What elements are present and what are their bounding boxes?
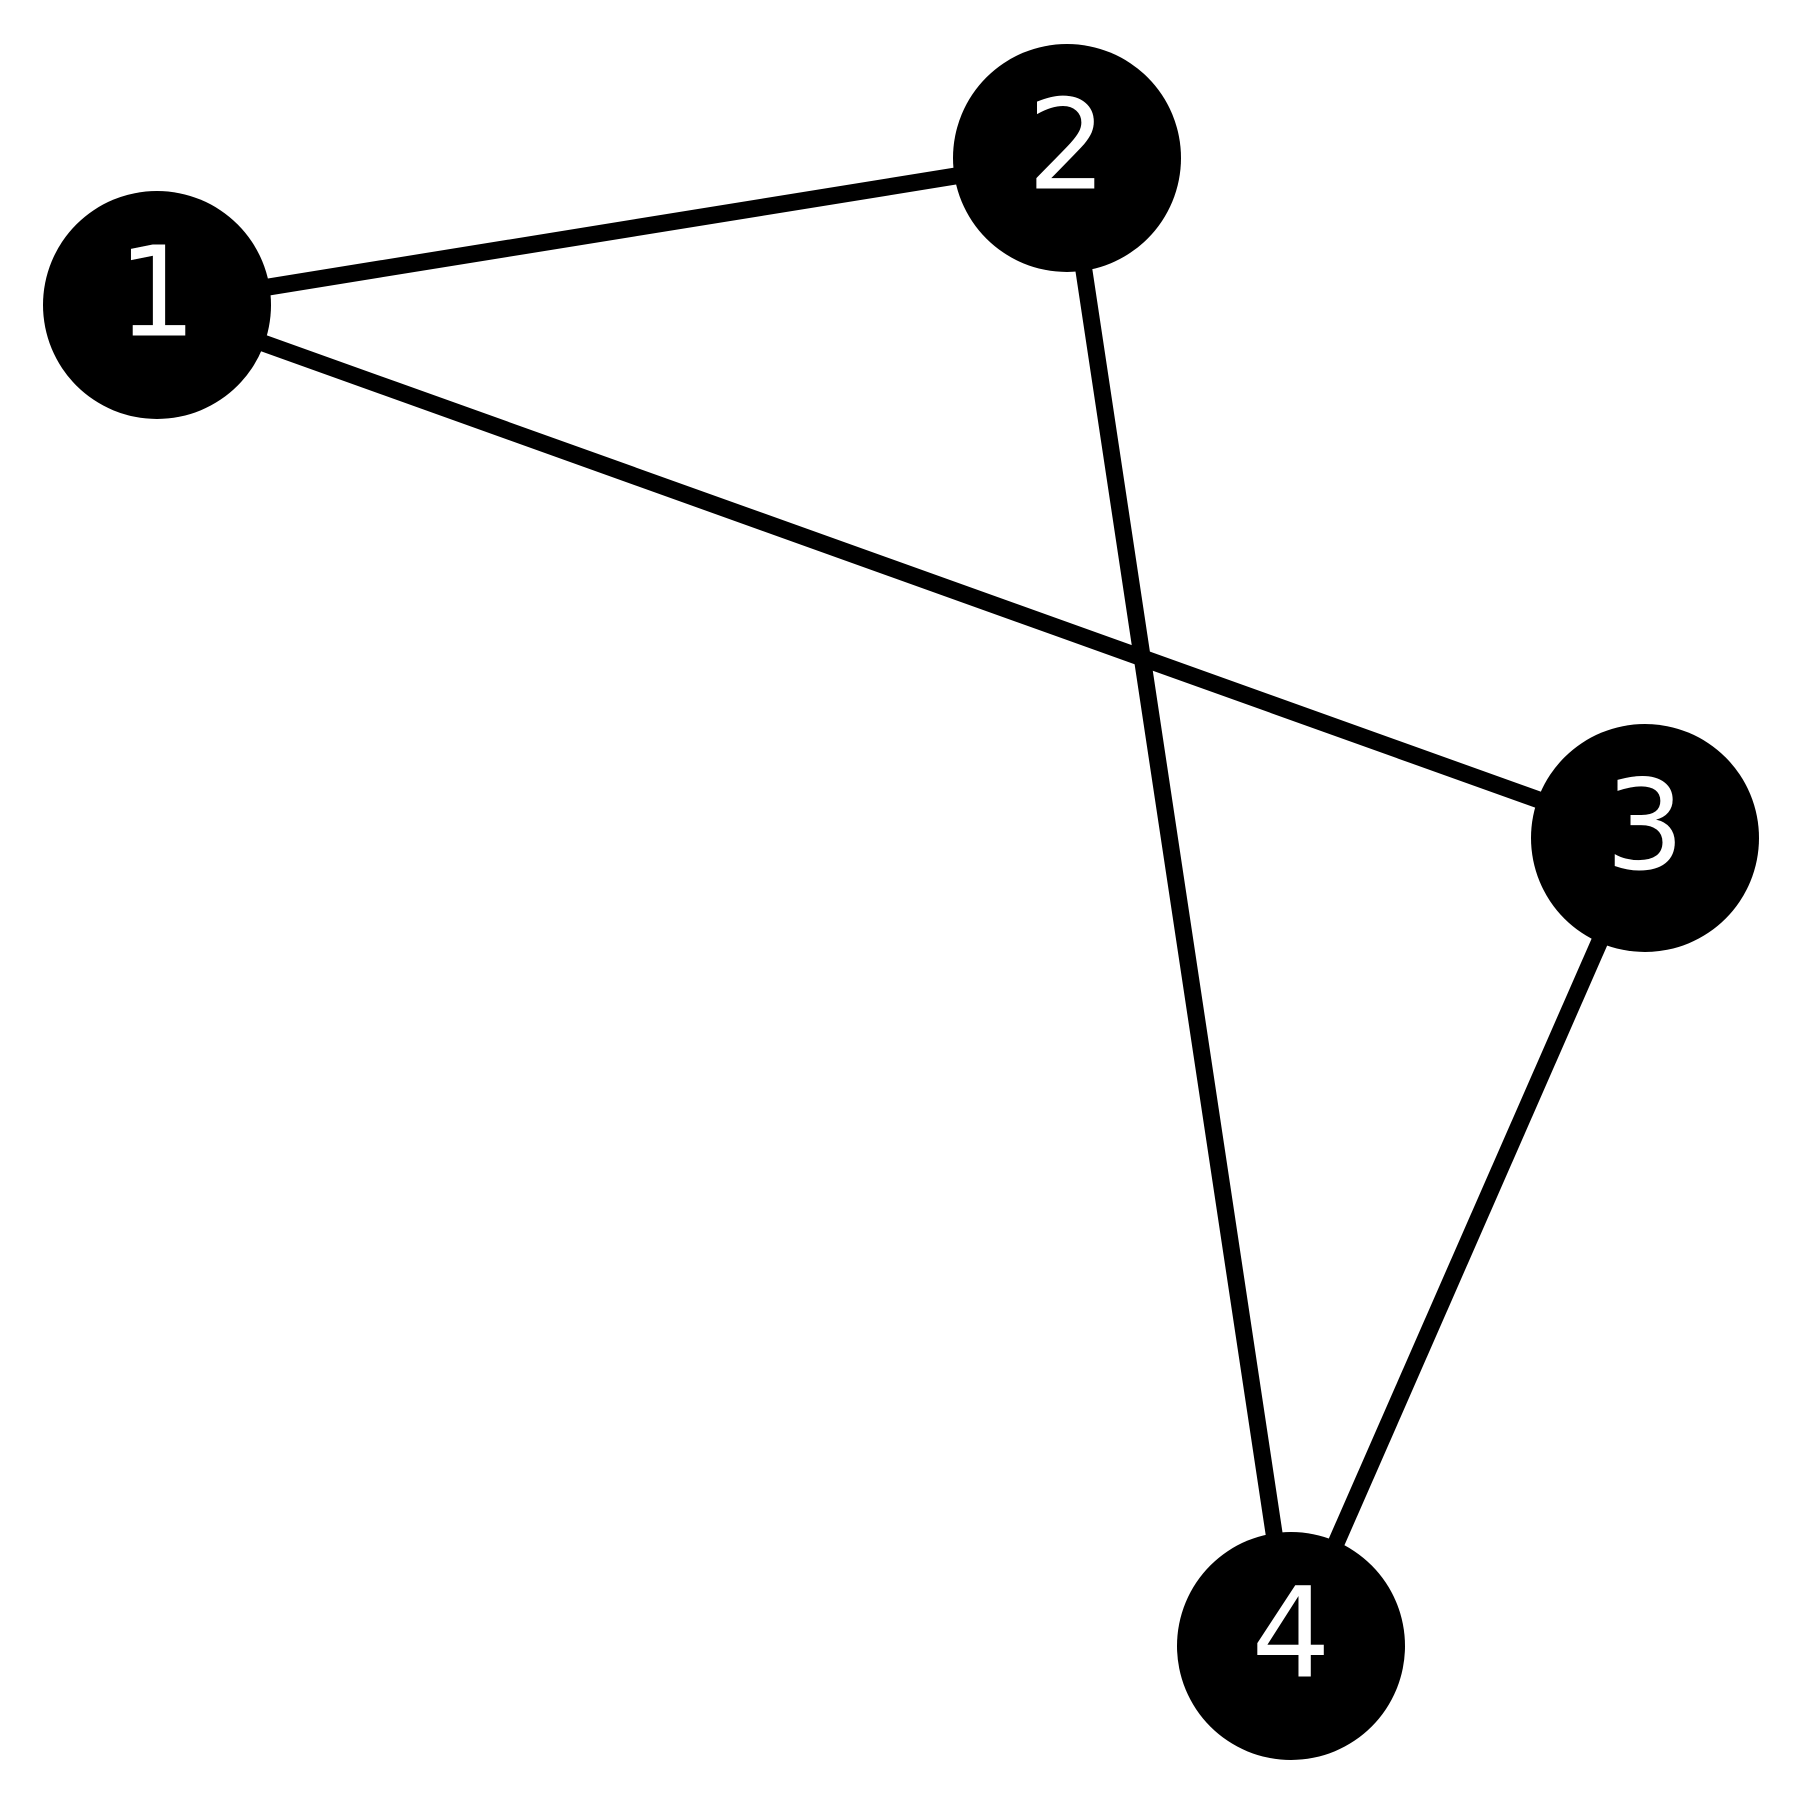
node-2-label: 2 [1027,74,1107,219]
node-1 [43,191,271,419]
edge-1-3 [154,296,1648,847]
edges-layer [154,149,1653,1650]
node-1-label: 1 [117,221,197,366]
nodes-layer: 1 2 3 4 [43,44,1759,1760]
edge-3-4 [1283,834,1653,1650]
node-2 [953,44,1181,272]
edge-2-4 [1058,156,1300,1648]
node-3-label: 3 [1605,754,1685,899]
node-4-label: 4 [1251,1562,1331,1707]
node-4 [1177,1532,1405,1760]
node-3 [1531,724,1759,952]
edge-1-2 [155,149,1069,314]
